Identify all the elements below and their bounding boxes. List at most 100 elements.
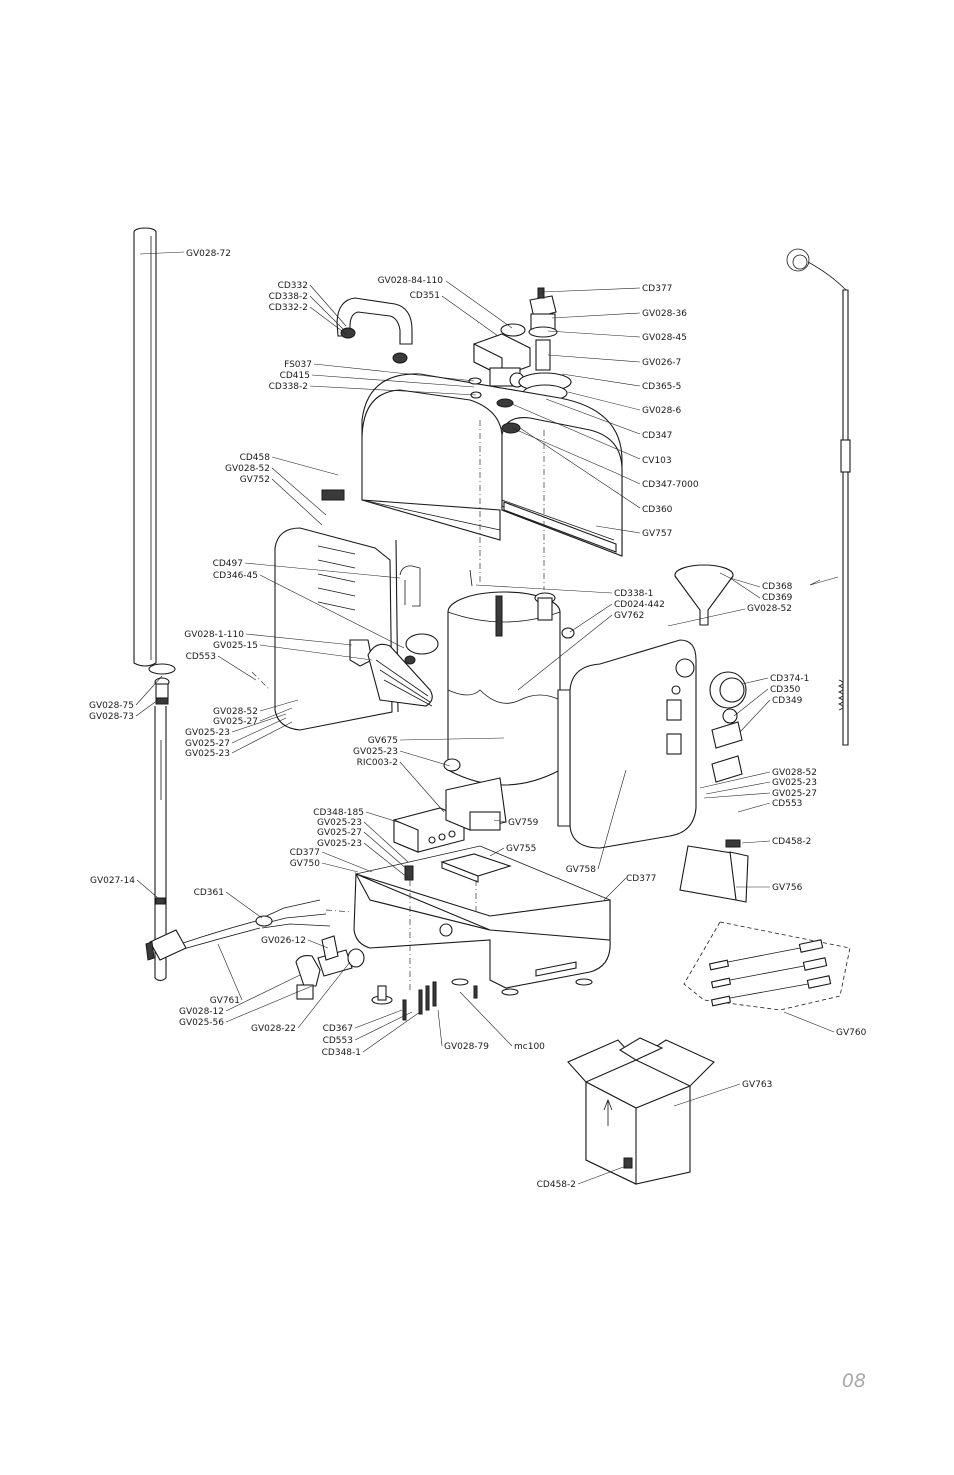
control-panel-gv758 <box>557 639 697 849</box>
handle-cd332 <box>336 297 413 364</box>
label-cd332: CD332 <box>278 281 308 291</box>
label-gv028-52-a: GV028-52 <box>225 464 270 474</box>
power-cable-cd361 <box>145 899 331 961</box>
label-gv758: GV758 <box>566 865 597 875</box>
label-cd348-1: CD348-1 <box>322 1048 361 1058</box>
label-cd332-2: CD332-2 <box>269 303 308 313</box>
label-gv025-27-c: GV025-27 <box>772 789 817 799</box>
label-gv026-7: GV026-7 <box>642 358 681 368</box>
boiler-tank-gv762 <box>443 569 575 786</box>
leader-lines <box>135 251 839 1185</box>
label-fs037: FS037 <box>284 360 312 370</box>
label-gv028-6: GV028-6 <box>642 406 682 416</box>
label-cd374-1: CD374-1 <box>770 674 809 684</box>
label-cd351: CD351 <box>410 291 440 301</box>
label-cd458-2-b: CD458-2 <box>537 1180 576 1190</box>
label-gv028-1-110: GV028-1-110 <box>184 630 244 640</box>
label-gv028-36: GV028-36 <box>642 309 687 319</box>
label-gv025-23-c: GV025-23 <box>353 747 398 757</box>
label-gv028-22: GV028-22 <box>251 1024 296 1034</box>
pipe-gv028-72 <box>133 227 157 667</box>
top-cover-gv757 <box>361 373 623 557</box>
label-cd369: CD369 <box>762 593 793 603</box>
label-gv028-72: GV028-72 <box>186 249 231 259</box>
label-gv025-23-f: GV025-23 <box>317 839 362 849</box>
label-gv025-23-e: GV025-23 <box>317 818 362 828</box>
label-gv759: GV759 <box>508 818 539 828</box>
label-cd360: CD360 <box>642 505 673 515</box>
label-gv762: GV762 <box>614 611 644 621</box>
label-cd338-2-b: CD338-2 <box>269 382 308 392</box>
pressure-gauge-cd374-1 <box>675 658 747 783</box>
label-gv757: GV757 <box>642 529 672 539</box>
label-gv025-23-a: GV025-23 <box>185 728 230 738</box>
label-ric003-2: RIC003-2 <box>357 758 398 768</box>
label-gv028-52-c: GV028-52 <box>213 707 258 717</box>
label-gv675: GV675 <box>368 736 398 746</box>
label-mc100: mc100 <box>514 1042 545 1052</box>
label-gv025-27-a: GV025-27 <box>213 717 258 727</box>
probe-rod-cd368 <box>786 248 851 746</box>
label-gv026-12: GV026-12 <box>261 936 306 946</box>
label-cd368: CD368 <box>762 582 793 592</box>
label-cd346-45: CD346-45 <box>213 571 258 581</box>
accessory-kit-gv760 <box>683 921 851 1011</box>
label-gv028-84-110: GV028-84-110 <box>378 276 444 286</box>
assembly-axes <box>251 420 545 992</box>
label-gv028-45: GV028-45 <box>642 333 687 343</box>
label-gv760: GV760 <box>836 1028 867 1038</box>
label-cd553-a: CD553 <box>186 652 216 662</box>
hose-clamp <box>148 663 176 705</box>
label-gv028-75: GV028-75 <box>89 701 134 711</box>
page-number: 08 <box>841 1370 866 1392</box>
label-gv025-56: GV025-56 <box>179 1018 224 1028</box>
label-cd349: CD349 <box>772 696 803 706</box>
thermostat-gv759 <box>445 777 507 831</box>
label-gv027-14: GV027-14 <box>90 876 135 886</box>
label-gv028-52-d: GV028-52 <box>772 768 817 778</box>
label-cd553-b: CD553 <box>772 799 802 809</box>
label-cd348-185: CD348-185 <box>313 808 364 818</box>
label-cd497: CD497 <box>213 559 243 569</box>
label-cd338-2: CD338-2 <box>269 292 308 302</box>
pressure-switch-stack <box>518 287 572 402</box>
label-gv761: GV761 <box>210 996 240 1006</box>
label-cd458: CD458 <box>240 453 271 463</box>
label-gv755: GV755 <box>506 844 536 854</box>
label-cd338-1: CD338-1 <box>614 589 653 599</box>
label-cd347: CD347 <box>642 431 672 441</box>
label-cd377: CD377 <box>642 284 672 294</box>
label-gv025-27-d: GV025-27 <box>317 828 362 838</box>
drain-elbow-gv028-22 <box>295 935 365 1000</box>
label-gv028-73: GV028-73 <box>89 712 134 722</box>
label-cd553-c: CD553 <box>323 1036 353 1046</box>
label-gv028-12: GV028-12 <box>179 1007 224 1017</box>
label-gv028-79: GV028-79 <box>444 1042 489 1052</box>
manual-gv756 <box>679 839 749 903</box>
label-gv025-23-b: GV025-23 <box>185 749 230 759</box>
part-labels: GV028-72 GV028-84-110 CD351 CD332 CD338-… <box>89 249 867 1190</box>
label-gv750: GV750 <box>290 859 321 869</box>
level-tube-gv027-14 <box>154 706 167 982</box>
label-cv103: CV103 <box>642 456 672 466</box>
label-cd350: CD350 <box>770 685 801 695</box>
label-cd415: CD415 <box>280 371 310 381</box>
label-gv025-15: GV025-15 <box>213 641 258 651</box>
label-gv756: GV756 <box>772 883 803 893</box>
shipping-box-gv763 <box>567 1037 715 1185</box>
solenoid-valve-cd351 <box>473 323 531 388</box>
label-cd367: CD367 <box>323 1024 353 1034</box>
base-chassis-gv750 <box>353 845 611 989</box>
label-gv025-23-d: GV025-23 <box>772 778 817 788</box>
label-gv752: GV752 <box>240 475 270 485</box>
label-gv025-27-b: GV025-27 <box>185 739 230 749</box>
label-cd347-7000: CD347-7000 <box>642 480 699 490</box>
label-cd458-2-a: CD458-2 <box>772 837 811 847</box>
label-cd024-442: CD024-442 <box>614 600 665 610</box>
feet-screws <box>371 978 593 1021</box>
label-cd361: CD361 <box>194 888 224 898</box>
bracket-gv755 <box>440 853 512 883</box>
label-gv763: GV763 <box>742 1080 772 1090</box>
funnel-cd369 <box>674 564 734 626</box>
